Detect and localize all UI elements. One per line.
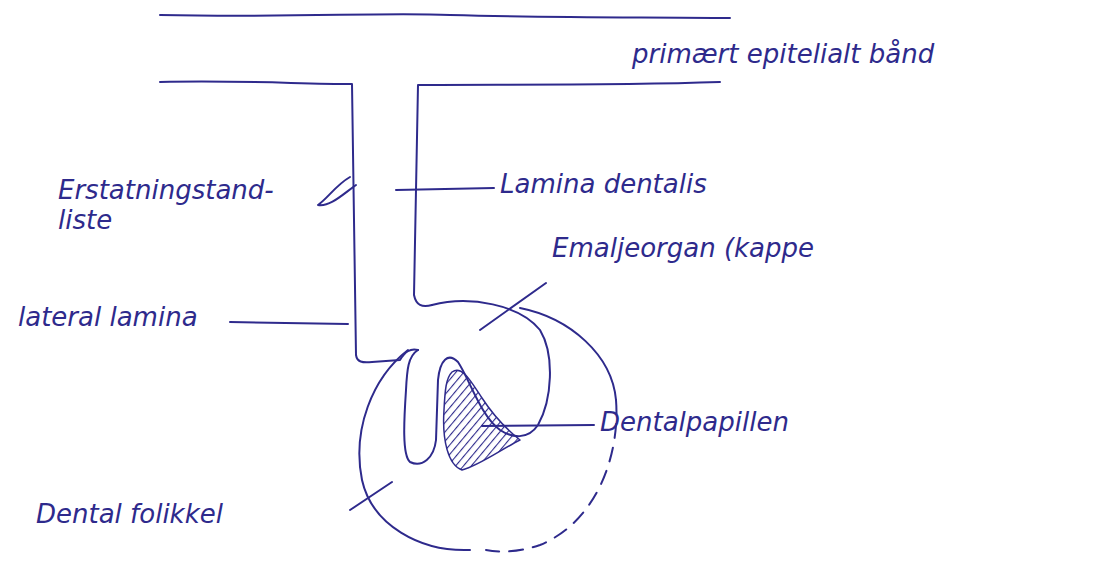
dental-follicle <box>359 350 470 550</box>
part-label: primært epitelialt bånd <box>632 40 934 70</box>
leader-line <box>230 322 348 324</box>
epithelium-surface <box>160 14 730 18</box>
part-label: Lamina dentalis <box>500 170 707 200</box>
leader-line <box>482 425 594 426</box>
lamina-left-wall <box>160 81 418 362</box>
leader-line <box>350 482 392 510</box>
dental-follicle <box>520 308 616 400</box>
part-label: Dentalpapillen <box>600 408 789 438</box>
part-label: Emaljeorgan (kappe <box>552 234 814 264</box>
leader-line <box>318 177 356 205</box>
lamina-right-wall <box>414 82 720 306</box>
leader-line <box>480 283 546 330</box>
part-label: lateral lamina <box>18 303 198 333</box>
dental-follicle-dashed <box>486 400 616 552</box>
dental-papilla <box>444 370 520 470</box>
leader-line <box>396 188 494 190</box>
part-label: Dental folikkel <box>36 500 223 530</box>
part-label: Erstatningstand- liste <box>58 176 298 236</box>
